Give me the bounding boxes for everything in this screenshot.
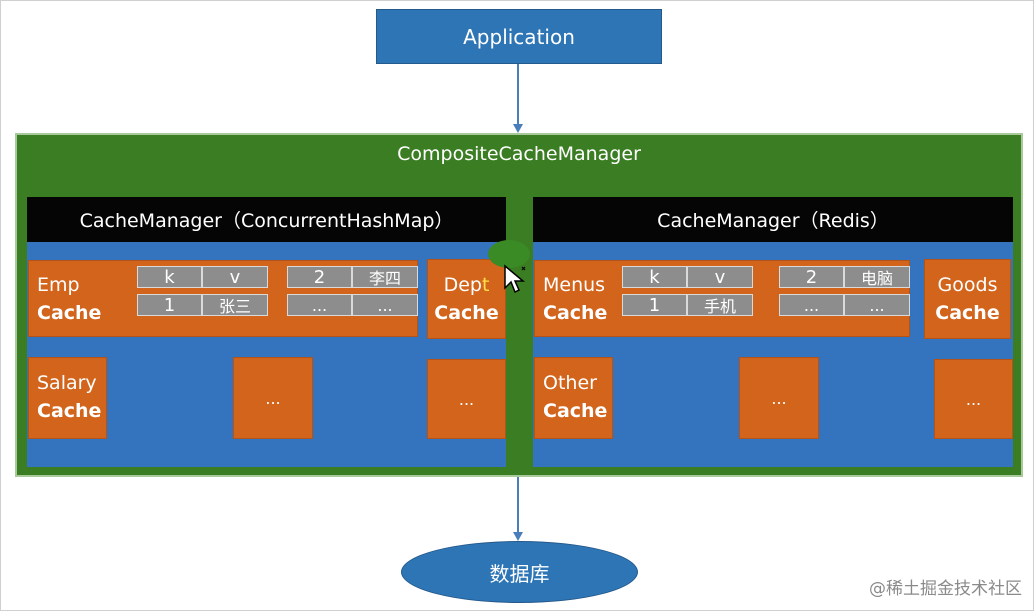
emp-cell-key-1: 1 <box>137 294 202 316</box>
salary-cache-label: Cache <box>37 400 102 422</box>
left-ellipsis-b-text: ... <box>458 389 475 409</box>
salary-cache-name: Salary <box>37 372 97 394</box>
goods-cache-name: Goods <box>937 274 998 296</box>
composite-title: CompositeCacheManager <box>397 143 641 165</box>
arrow-app-to-composite <box>517 64 519 124</box>
arrow-composite-to-db <box>517 477 519 532</box>
cache-manager-redis: CacheManager（Redis） Menus Cache k v 2 电脑… <box>533 197 1013 467</box>
emp-cache: Emp Cache k v 2 李四 1 张三 ... ... <box>28 260 418 337</box>
menus-cell-key-header: k <box>622 266 687 288</box>
menus-cell-value-2: 电脑 <box>844 266 910 288</box>
other-cache-label: Cache <box>543 400 608 422</box>
dept-cache-label: Cache <box>434 302 499 324</box>
right-ellipsis-b-text: ... <box>965 389 982 409</box>
composite-cache-manager: CompositeCacheManager CacheManager（Concu… <box>15 133 1023 477</box>
other-cache-name: Other <box>543 372 597 394</box>
goods-cache: Goods Cache <box>924 259 1011 339</box>
menus-cache-name: Menus <box>543 274 606 296</box>
menus-cell-ellipsis-key: ... <box>779 294 844 316</box>
database-label: 数据库 <box>489 561 550 586</box>
left-ellipsis-cache-a: ... <box>233 357 313 439</box>
other-cache: Other Cache <box>534 357 613 439</box>
menus-cache: Menus Cache k v 2 电脑 1 手机 ... ... <box>534 260 910 337</box>
application-box: Application <box>376 9 662 64</box>
watermark: @稀土掘金技术社区 <box>869 579 1022 599</box>
application-label: Application <box>463 24 575 49</box>
arrow-composite-to-db-head <box>513 532 523 541</box>
menus-cell-value-1: 手机 <box>687 294 753 316</box>
cursor-highlight <box>488 240 530 268</box>
dept-cache-name: Dept <box>444 274 490 296</box>
cache-manager-concurrenthashmap: CacheManager（ConcurrentHashMap） Emp Cach… <box>27 197 506 467</box>
goods-cache-label: Cache <box>935 302 1000 324</box>
salary-cache: Salary Cache <box>28 357 107 439</box>
database-node: 数据库 <box>401 541 638 603</box>
manager-title-right: CacheManager（Redis） <box>533 197 1013 242</box>
cursor-move-icon <box>504 264 526 294</box>
arrow-app-to-composite-head <box>513 124 523 133</box>
left-ellipsis-a-text: ... <box>265 388 281 408</box>
menus-cache-label: Cache <box>543 302 608 324</box>
emp-cell-ellipsis-key: ... <box>287 294 352 316</box>
menus-cell-key-1: 1 <box>622 294 687 316</box>
left-ellipsis-cache-b: ... <box>427 359 506 439</box>
emp-cell-ellipsis-value: ... <box>352 294 418 316</box>
right-ellipsis-a-text: ... <box>771 388 787 408</box>
emp-cache-name: Emp <box>37 274 80 296</box>
manager-title-left: CacheManager（ConcurrentHashMap） <box>27 197 506 242</box>
menus-cell-ellipsis-value: ... <box>844 294 910 316</box>
dept-cache-name-main: Dep <box>443 274 482 296</box>
emp-cell-key-header: k <box>137 266 202 288</box>
right-ellipsis-cache-a: ... <box>739 357 819 439</box>
emp-cell-key-2: 2 <box>287 266 352 288</box>
emp-cell-value-header: v <box>202 266 268 288</box>
menus-cell-key-2: 2 <box>779 266 844 288</box>
right-ellipsis-cache-b: ... <box>934 359 1013 439</box>
emp-cell-value-2: 李四 <box>352 266 418 288</box>
menus-cell-value-header: v <box>687 266 753 288</box>
emp-cell-value-1: 张三 <box>202 294 268 316</box>
dept-cache-name-highlight: t <box>481 274 490 296</box>
emp-cache-label: Cache <box>37 302 102 324</box>
dept-cache: Dept Cache <box>427 259 506 339</box>
